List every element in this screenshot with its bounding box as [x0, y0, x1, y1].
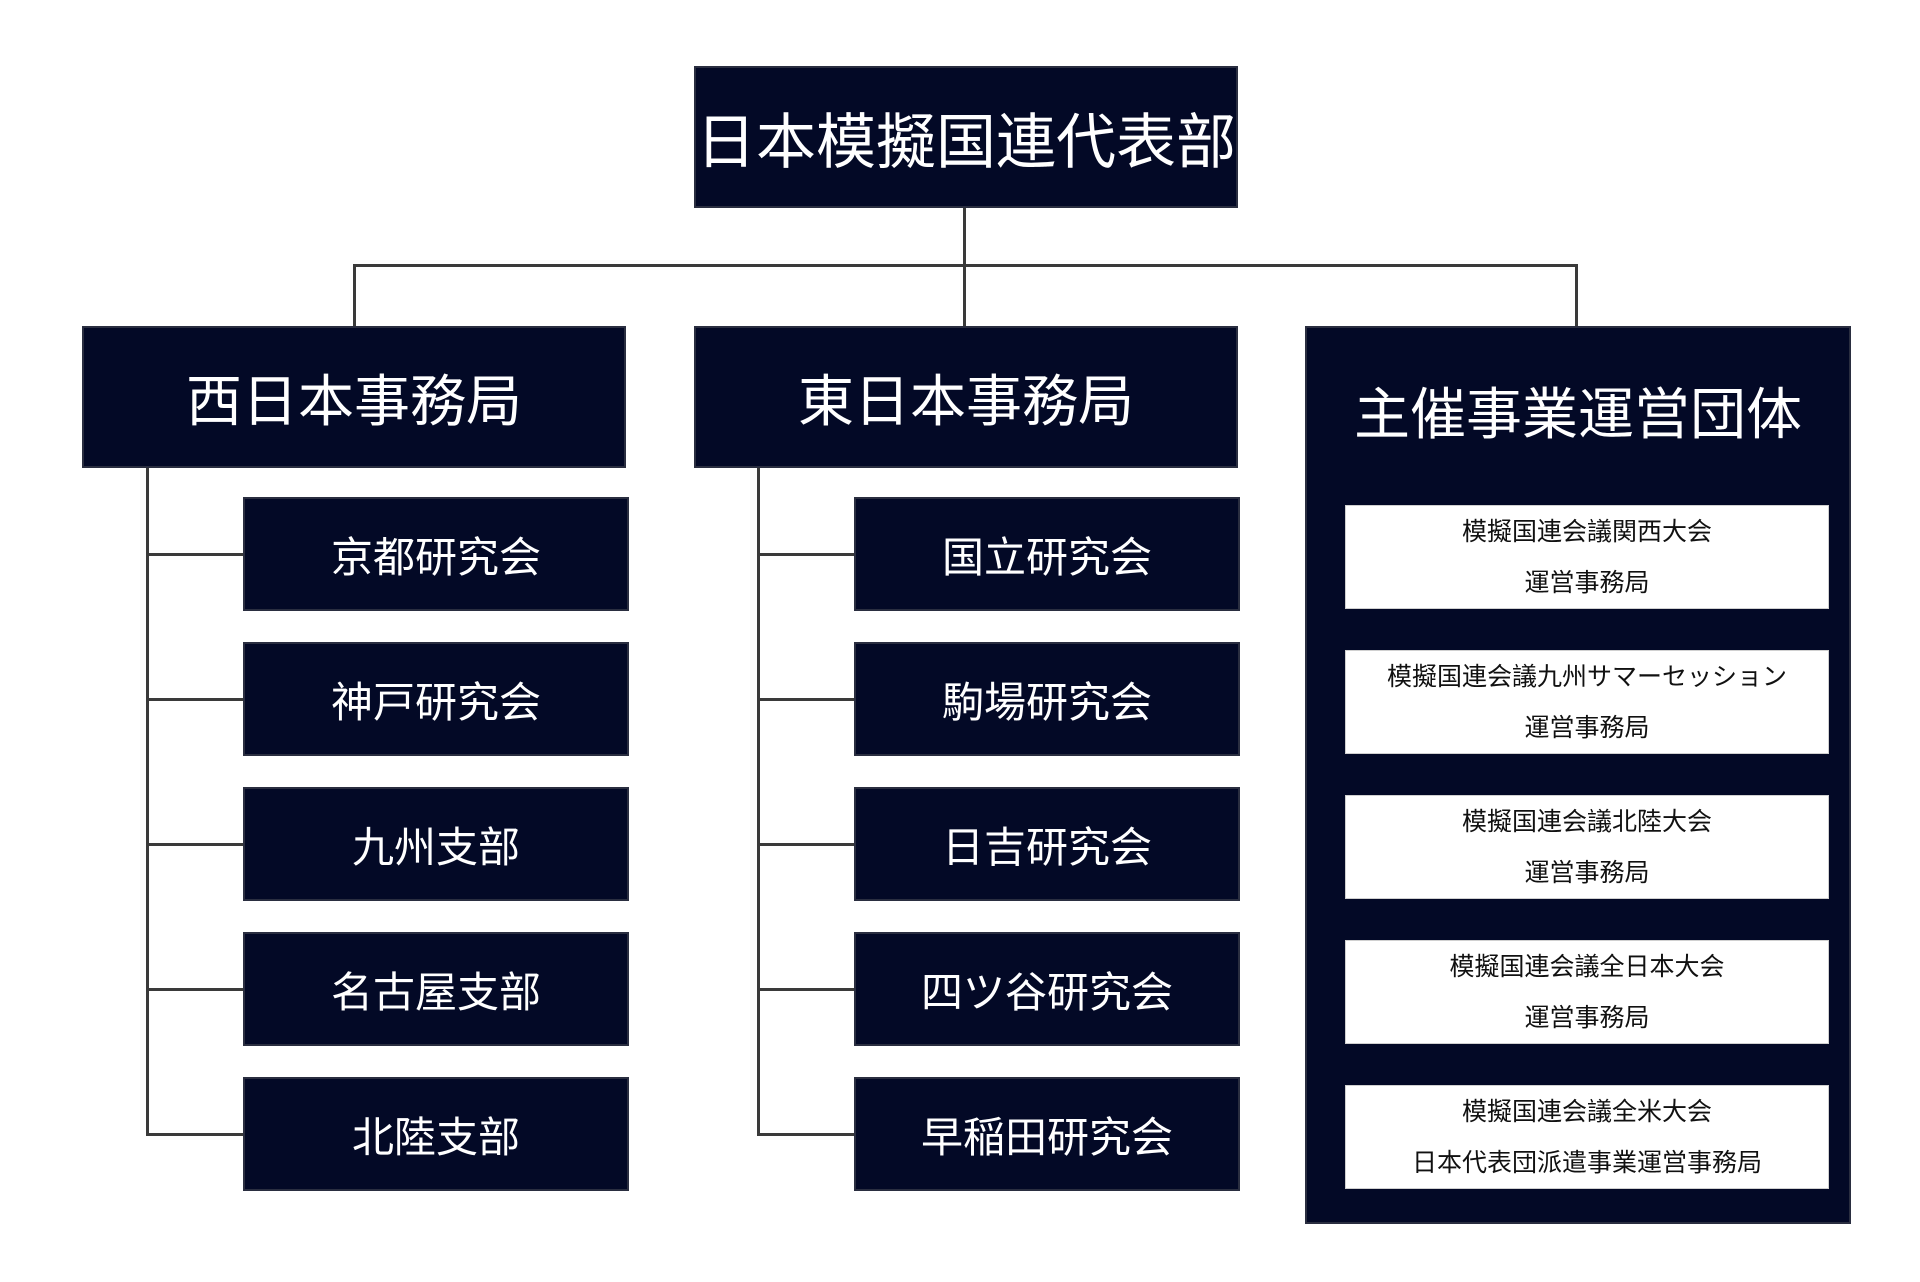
- west-child-node: 京都研究会: [243, 497, 629, 611]
- west-child-node: 北陸支部: [243, 1077, 629, 1191]
- east-bureau-node: 東日本事務局: [694, 326, 1238, 468]
- east-branch: [757, 698, 854, 701]
- east-child-node: 四ツ谷研究会: [854, 932, 1240, 1046]
- east-child-node: 駒場研究会: [854, 642, 1240, 756]
- organizers-drop: [1575, 264, 1578, 326]
- organizer-item: 模擬国連会議北陸大会 運営事務局: [1345, 795, 1829, 899]
- organizer-item-name: 模擬国連会議九州サマーセッション: [1386, 662, 1787, 691]
- root-stem: [963, 208, 966, 266]
- organizer-item-office: 運営事務局: [1524, 1003, 1650, 1032]
- organizers-panel: 主催事業運営団体 模擬国連会議関西大会 運営事務局 模擬国連会議九州サマーセッシ…: [1305, 326, 1851, 1224]
- organizer-item-name: 模擬国連会議全米大会: [1461, 1097, 1712, 1126]
- east-trunk: [757, 468, 760, 1136]
- west-child-node: 九州支部: [243, 787, 629, 901]
- organizer-item-name: 模擬国連会議全日本大会: [1449, 952, 1725, 981]
- organizer-item-office: 運営事務局: [1524, 568, 1650, 597]
- organizers-title: 主催事業運営団体: [1354, 383, 1802, 448]
- west-branch: [146, 698, 243, 701]
- organizer-item-office: 運営事務局: [1524, 858, 1650, 887]
- west-child-node: 名古屋支部: [243, 932, 629, 1046]
- east-branch: [757, 1133, 854, 1136]
- west-drop: [353, 264, 356, 326]
- west-trunk: [146, 468, 149, 1136]
- organizer-item: 模擬国連会議全米大会 日本代表団派遣事業運営事務局: [1345, 1085, 1829, 1189]
- root-node: 日本模擬国連代表部: [694, 66, 1238, 208]
- west-branch: [146, 553, 243, 556]
- east-child-node: 国立研究会: [854, 497, 1240, 611]
- organizer-item-office: 日本代表団派遣事業運営事務局: [1411, 1148, 1762, 1177]
- west-bureau-node: 西日本事務局: [82, 326, 626, 468]
- organizer-item-name: 模擬国連会議関西大会: [1461, 517, 1712, 546]
- west-child-node: 神戸研究会: [243, 642, 629, 756]
- organizer-item-name: 模擬国連会議北陸大会: [1461, 807, 1712, 836]
- organizer-item: 模擬国連会議九州サマーセッション 運営事務局: [1345, 650, 1829, 754]
- east-branch: [757, 553, 854, 556]
- west-branch: [146, 1133, 243, 1136]
- east-branch: [757, 843, 854, 846]
- organizer-item: 模擬国連会議全日本大会 運営事務局: [1345, 940, 1829, 1044]
- east-child-node: 日吉研究会: [854, 787, 1240, 901]
- east-branch: [757, 988, 854, 991]
- west-branch: [146, 843, 243, 846]
- organizer-item-office: 運営事務局: [1524, 713, 1650, 742]
- east-drop: [963, 264, 966, 326]
- west-branch: [146, 988, 243, 991]
- east-child-node: 早稲田研究会: [854, 1077, 1240, 1191]
- organizer-item: 模擬国連会議関西大会 運営事務局: [1345, 505, 1829, 609]
